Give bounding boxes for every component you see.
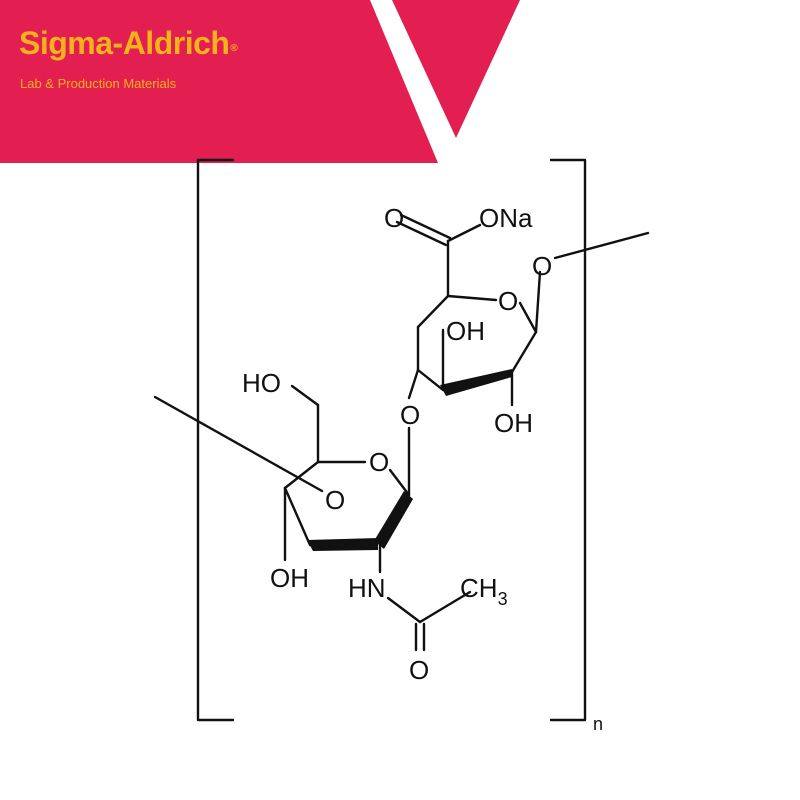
atom-label-o: O [532, 251, 552, 281]
oxygen-link-right [553, 231, 650, 260]
ring-bond [416, 294, 450, 329]
right-bracket [549, 158, 587, 722]
oxygen-link-left [153, 395, 324, 493]
ring-bond [283, 460, 320, 490]
methyl-label: CH [460, 573, 498, 603]
ring-wedge-bond [307, 538, 378, 551]
repeat-unit-subscript: n [593, 714, 603, 734]
carbonyl-double-bond-a [395, 220, 448, 247]
brand-tagline: Lab & Production Materials [20, 76, 177, 91]
anomeric-bond [534, 270, 542, 334]
atom-label-o: O [369, 447, 389, 477]
ring-bond [388, 468, 411, 497]
atom-label-ona: ONa [479, 203, 533, 233]
methyl-subscript: 3 [498, 589, 508, 609]
glycosidic-bond-upper [407, 368, 420, 400]
ring-bond [283, 486, 312, 547]
structure-bonds [153, 158, 650, 722]
ring-bond [446, 294, 498, 302]
amide-bond [386, 596, 422, 624]
ring-wedge-bond [374, 491, 413, 549]
methyl-bond [418, 590, 472, 624]
ring-bond [416, 368, 445, 392]
carboxyl-single-bond [446, 223, 482, 243]
atom-label-o: O [325, 485, 345, 515]
registered-mark: ® [230, 43, 238, 54]
atom-label-o: O [498, 286, 518, 316]
left-bracket [196, 158, 235, 722]
atom-label-hn: HN [348, 573, 386, 603]
atom-label-ch3: CH3 [460, 573, 508, 609]
atom-label-o: O [400, 400, 420, 430]
atom-label-o: O [384, 203, 404, 233]
banner-red-shard [392, 0, 520, 138]
atom-label-oh: OH [270, 563, 309, 593]
atom-label-o: O [409, 655, 429, 685]
banner-red-shape [0, 0, 438, 163]
carbonyl-double-bond-b [399, 213, 452, 240]
ring-wedge-bond [440, 369, 512, 396]
atom-label-oh: OH [494, 408, 533, 438]
hydroxymethyl-bond [290, 384, 320, 407]
brand-logo: Sigma-Aldrich® [19, 25, 238, 61]
atom-label-oh: OH [446, 316, 485, 346]
atom-label-ho: HO [242, 368, 281, 398]
ring-bond [510, 330, 538, 374]
brand-name: Sigma-Aldrich [19, 25, 230, 61]
structure-labels: O ONa O O OH OH O HO O O OH HN CH3 O n [242, 203, 603, 734]
ring-bond [518, 301, 538, 334]
